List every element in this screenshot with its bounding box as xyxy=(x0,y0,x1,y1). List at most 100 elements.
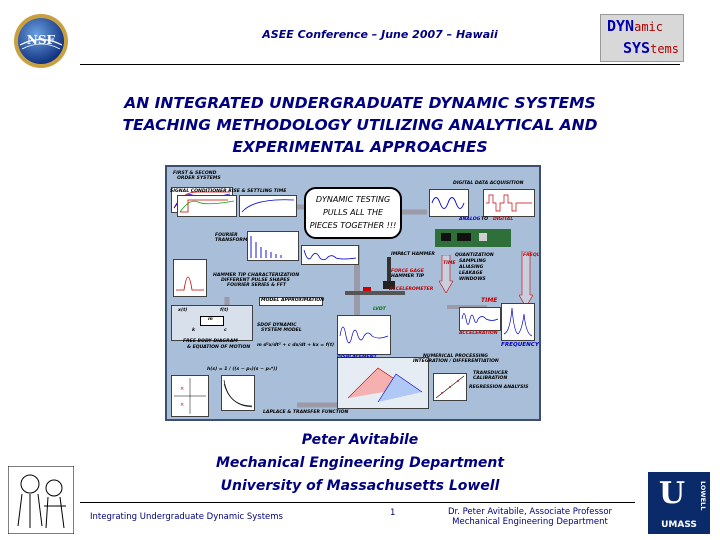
label-leakage: LEAKAGE xyxy=(459,271,483,276)
fourier-plot xyxy=(247,231,299,261)
label-c: c xyxy=(224,328,227,333)
hammer-pulse-plot xyxy=(173,259,207,297)
label-k: k xyxy=(192,328,196,333)
footer-right-line-2: Mechanical Engineering Department xyxy=(452,517,608,527)
sinc-spectrum-plot xyxy=(301,245,359,265)
step-response-plot xyxy=(221,375,255,411)
settling-time-plot xyxy=(177,195,237,217)
label-numerical-2: INTEGRATION / DIFFERENTIATION xyxy=(413,359,499,364)
label-to: TO xyxy=(481,217,489,222)
label-quantization: QUANTIZATION xyxy=(455,253,494,258)
label-frequency: FREQUENCY xyxy=(501,342,539,348)
callout-line-2: PULLS ALL THE xyxy=(322,208,384,217)
nsf-logo-text: NSF xyxy=(27,33,56,47)
footer-right-line-1: Dr. Peter Avitabile, Associate Professor xyxy=(447,507,613,517)
logo-lowell: LOWELL xyxy=(699,481,707,511)
daq-board-icon xyxy=(435,229,511,247)
label-windows: WINDOWS xyxy=(459,277,486,282)
label-lvdt: LVDT xyxy=(373,307,386,312)
dynamic-testing-callout: DYNAMIC TESTING PULLS ALL THE PIECES TOG… xyxy=(304,187,402,239)
beam-icon xyxy=(345,287,405,295)
label-pulse-shapes: DIFFERENT PULSE SHAPES xyxy=(221,278,290,283)
label-displacement: DISPLACEMENT xyxy=(337,355,377,360)
footer-page-number: 1 xyxy=(390,508,396,518)
label-transducer-2: CALIBRATION xyxy=(473,376,508,381)
label-fbd-1: FREE BODY DIAGRAM xyxy=(183,339,238,344)
callout-line-3: PIECES TOGETHER !!! xyxy=(309,221,397,230)
dynamic-systems-logo: DYNamic SYStems xyxy=(600,14,684,62)
label-x-t: x(t) xyxy=(178,308,188,313)
label-hammer-tip: HAMMER TIP CHARACTERIZATION xyxy=(213,273,300,278)
svg-text:×: × xyxy=(180,402,184,408)
label-aliasing: ALIASING xyxy=(459,265,484,270)
label-eom: m d²x/dt² + c dx/dt + kx = f(t) xyxy=(257,343,335,348)
label-regression: REGRESSION ANALYSIS xyxy=(469,385,529,390)
logo-umass: UMASS xyxy=(661,520,697,530)
label-fourier-series: FOURIER SERIES & FFT xyxy=(227,283,287,288)
label-fbd-2: & EQUATION OF MOTION xyxy=(187,345,251,350)
label-digital-acq: DIGITAL DATA ACQUISITION xyxy=(453,181,524,186)
label-first-second-1: FIRST & SECOND xyxy=(173,171,217,176)
frequency-down-arrow-icon xyxy=(519,251,533,307)
label-force-gage: FORCE GAGE xyxy=(391,269,424,274)
label-first-second-2: ORDER SYSTEMS xyxy=(177,176,221,181)
footer-right: Dr. Peter Avitabile, Associate Professor… xyxy=(420,507,640,527)
model-approx-bar xyxy=(259,297,323,306)
label-analog: ANALOG xyxy=(459,217,481,222)
time-down-arrow-icon xyxy=(439,255,453,293)
logo-dyn: DYN xyxy=(607,17,635,35)
label-f-t: f(t) xyxy=(220,308,229,313)
rise-time-plot xyxy=(239,195,297,217)
frequency-response-plot xyxy=(501,303,535,341)
logo-sys: SYS xyxy=(623,39,651,57)
label-laplace: LAPLACE & TRANSFER FUNCTION xyxy=(263,410,349,415)
calibration-plot xyxy=(433,373,467,401)
label-model-approx: MODEL APPROXIMATION xyxy=(261,298,325,303)
label-time: TIME xyxy=(481,297,498,304)
page-title: AN INTEGRATED UNDERGRADUATE DYNAMIC SYST… xyxy=(30,92,690,158)
conference-title: ASEE Conference – June 2007 – Hawaii xyxy=(262,28,498,41)
label-impact-hammer: IMPACT HAMMER xyxy=(391,252,435,257)
logo-amic: amic xyxy=(634,20,663,34)
footer-divider xyxy=(80,502,635,503)
sdof-model-diagram: x(t) f(t) m k c xyxy=(171,305,253,341)
label-signal-conditioner: SIGNAL CONDITIONER RISE & SETTLING TIME xyxy=(170,189,287,194)
callout-line-1: DYNAMIC TESTING xyxy=(315,195,391,204)
time-response-plot xyxy=(459,307,501,331)
s-plane-3d-plot xyxy=(337,357,429,409)
title-line-3: EXPERIMENTAL APPROACHES xyxy=(232,138,488,156)
title-line-1: AN INTEGRATED UNDERGRADUATE DYNAMIC SYST… xyxy=(124,94,596,112)
svg-text:×: × xyxy=(180,386,184,392)
label-sampling: SAMPLING xyxy=(459,259,487,264)
footer-left: Integrating Undergraduate Dynamic System… xyxy=(90,512,283,522)
label-transducer-1: TRANSDUCER xyxy=(473,371,508,376)
label-fourier-1: FOURIER xyxy=(215,233,238,238)
label-frequency-vertical: FREQUENCY xyxy=(523,253,541,258)
mass-block xyxy=(200,316,224,326)
digital-signal-plot xyxy=(483,189,535,217)
nsf-globe-icon: NSF xyxy=(14,14,68,68)
label-digital: DIGITAL xyxy=(493,217,514,222)
logo-tems: tems xyxy=(650,42,679,56)
impact-hammer-icon xyxy=(383,257,395,289)
author-department: Mechanical Engineering Department xyxy=(215,455,505,471)
label-numerical-1: NUMERICAL PROCESSING xyxy=(423,354,489,359)
label-sdof-2: SYSTEM MODEL xyxy=(261,328,302,333)
author-university: University of Massachusetts Lowell xyxy=(220,478,500,494)
displacement-plot xyxy=(337,315,391,355)
nsf-logo: NSF xyxy=(12,12,70,70)
label-hs: h(s) = 1 / ((s − p₁)(s − p₁*)) xyxy=(207,367,278,372)
label-accelerometer: ACCELEROMETER xyxy=(389,287,434,292)
header-divider xyxy=(80,64,680,65)
analog-signal-plot xyxy=(429,189,469,217)
umass-u-icon: U xyxy=(658,476,686,511)
s-plane-plot: ×× xyxy=(171,375,209,417)
label-hammer-tip-2: HAMMER TIP xyxy=(391,274,425,279)
label-time-vertical: TIME xyxy=(443,261,456,266)
label-acceleration: ACCELERATION xyxy=(459,331,498,336)
author-name: Peter Avitabile xyxy=(301,432,419,448)
dynamic-testing-figure: FIRST & SECOND ORDER SYSTEMS SIGNAL COND… xyxy=(165,165,541,421)
title-line-2: TEACHING METHODOLOGY UTILIZING ANALYTICA… xyxy=(122,116,598,134)
label-sdof-1: SDOF DYNAMIC xyxy=(257,323,297,328)
label-m: m xyxy=(208,317,213,322)
